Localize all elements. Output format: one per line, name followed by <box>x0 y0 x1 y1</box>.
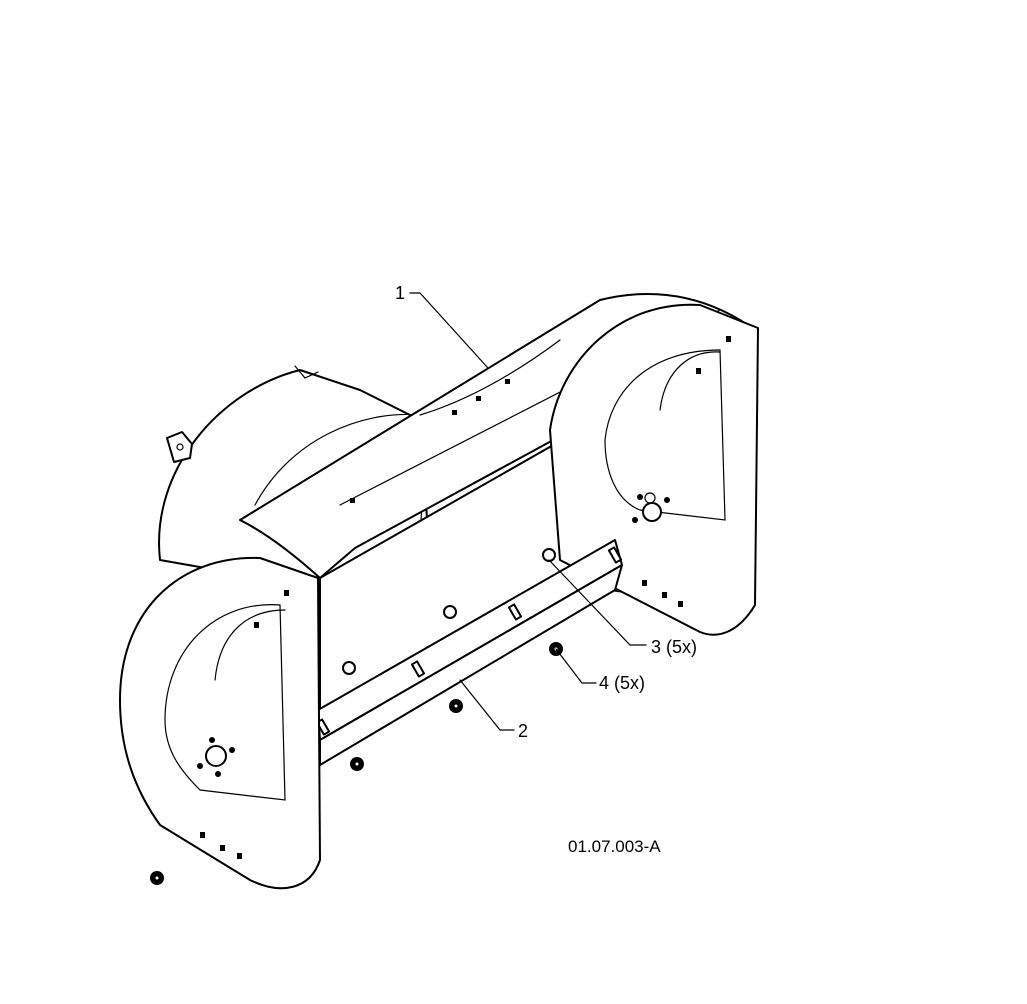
callout-2: 2 <box>518 721 528 741</box>
reference-code: 01.07.003-A <box>568 837 661 856</box>
carriage-bolts <box>342 548 556 675</box>
callout-1: 1 <box>395 283 405 303</box>
left-side-plate <box>119 556 321 890</box>
scraper-bar <box>315 539 623 766</box>
callout-3: 3 (5x) <box>651 637 697 657</box>
leader-lines <box>409 292 647 731</box>
callout-4: 4 (5x) <box>599 673 645 693</box>
